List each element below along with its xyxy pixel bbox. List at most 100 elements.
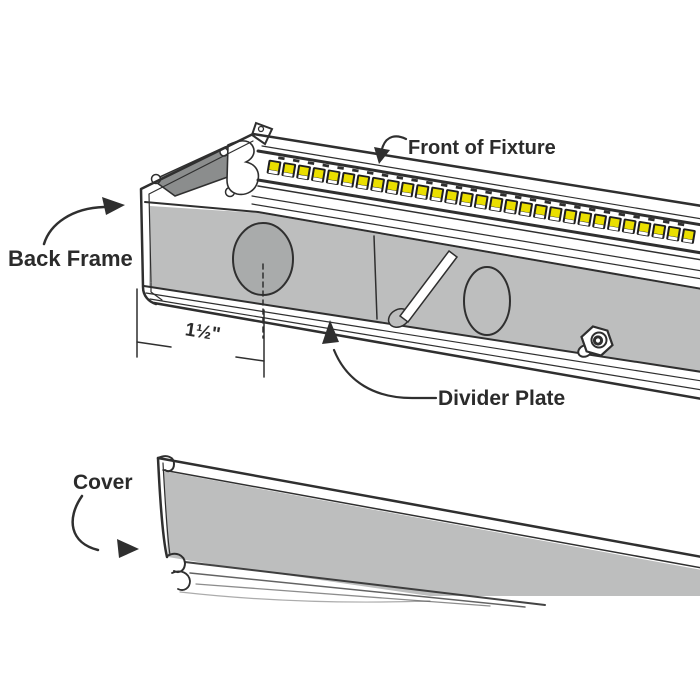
- cover-top-edge: [156, 456, 700, 558]
- front-rail-line-3: [251, 203, 700, 280]
- dimension-line-right: [235, 356, 265, 362]
- led-solder-pad-icon: [574, 205, 581, 210]
- led-solder-pad-icon: [500, 193, 507, 197]
- end-outline: [139, 132, 255, 306]
- nut-thread-icon: [592, 335, 604, 346]
- led-icon: [266, 159, 282, 176]
- led-solder-pad-icon: [470, 188, 478, 192]
- end-inner-rim-line: [148, 140, 254, 283]
- led-solder-pad-icon: [396, 175, 404, 180]
- led-solder-pad-icon: [322, 163, 330, 168]
- cover-lip-line-2: [189, 572, 526, 608]
- led-solder-pad-icon: [529, 197, 537, 202]
- cover-top-inner-line: [162, 469, 700, 569]
- callouts: Front of Fixture Back Frame Divider Plat…: [8, 135, 565, 558]
- led-icon: [414, 184, 430, 200]
- dimension-text: 1½": [184, 319, 222, 345]
- led-solder-pad-icon: [366, 171, 374, 175]
- divider-plate-arrowhead-icon: [322, 320, 339, 344]
- led-icon: [636, 220, 652, 237]
- divider-plate-hole-2: [463, 266, 511, 336]
- end-step-line: [150, 282, 163, 301]
- top-rail-end-tab: [250, 121, 274, 146]
- led-icon: [296, 164, 311, 181]
- led-icon: [503, 198, 519, 215]
- led-icon: [459, 191, 474, 208]
- led-solder-pad-icon: [633, 215, 640, 219]
- led-icon: [651, 223, 667, 239]
- led-solder-pad-icon: [485, 190, 492, 195]
- led-solder-pad-icon: [337, 166, 344, 170]
- dimension-line-left: [136, 341, 172, 348]
- led-strip: [266, 156, 696, 244]
- led-solder-pad-icon: [648, 217, 655, 222]
- led-icon: [607, 216, 622, 232]
- cover-left-inner-line: [162, 462, 171, 556]
- rail-profile-section: [226, 140, 260, 196]
- led-icon: [399, 181, 415, 198]
- tab-notch-icon: [257, 125, 265, 133]
- led-solder-pad-icon: [603, 210, 611, 215]
- led-icon: [518, 201, 533, 217]
- led-solder-pad-icon: [440, 183, 448, 188]
- led-icon: [429, 186, 445, 203]
- led-icon: [577, 211, 593, 227]
- led-icon: [385, 179, 400, 195]
- divider-plate-bottom-edge: [143, 285, 700, 373]
- cover-label: Cover: [73, 471, 133, 494]
- led-solder-pad-icon: [278, 156, 285, 161]
- divider-plate-label: Divider Plate: [438, 387, 565, 410]
- flange-line-2: [149, 298, 700, 391]
- cover-arrowhead-icon: [117, 539, 139, 558]
- front-rail-band: [258, 182, 700, 290]
- led-icon: [547, 206, 563, 222]
- cover-lip-line-1: [184, 561, 546, 606]
- led-channel-upper-line: [256, 149, 700, 227]
- divider-plate-diagonal-brace: [398, 249, 459, 324]
- led-solder-pad-icon: [426, 180, 433, 185]
- front-rail-line-1: [257, 185, 700, 261]
- front-of-fixture-label: Front of Fixture: [408, 137, 556, 159]
- led-icon: [666, 225, 681, 242]
- mounting-nut: [577, 325, 614, 358]
- led-solder-pad-icon: [292, 158, 300, 163]
- led-icon: [281, 162, 297, 178]
- back-frame: [139, 121, 700, 400]
- divider-plate: [232, 222, 614, 358]
- back-frame-top-band: [257, 132, 700, 227]
- cover-top-hook: [157, 455, 175, 473]
- led-solder-pad-icon: [677, 222, 685, 227]
- divider-plate-top-edge: [144, 201, 700, 290]
- led-solder-pad-icon: [455, 185, 463, 190]
- divider-plate-seam-line: [373, 235, 378, 320]
- cover-lip-line-4: [179, 591, 431, 603]
- top-band-inner-line: [261, 145, 700, 220]
- led-solder-pad-icon: [514, 195, 522, 200]
- led-icon: [355, 174, 371, 190]
- cover-lip-line-3: [195, 583, 491, 607]
- led-icon: [562, 208, 578, 225]
- cover-face: [163, 471, 700, 596]
- top-edge-line: [251, 132, 700, 207]
- led-solder-pad-icon: [352, 168, 359, 173]
- led-icon: [370, 176, 385, 193]
- led-icon: [325, 169, 341, 186]
- led-solder-pad-icon: [381, 173, 389, 178]
- led-icon: [444, 189, 459, 205]
- front-of-fixture-arrowhead-icon: [374, 147, 390, 164]
- cover-lip-curl-2: [171, 570, 191, 591]
- led-icon: [621, 218, 637, 235]
- led-solder-pad-icon: [662, 220, 670, 224]
- cover-arrow: [71, 494, 100, 552]
- led-icon: [681, 228, 696, 244]
- cover: [156, 455, 700, 608]
- flange-line-1: [145, 292, 700, 382]
- back-frame-arrow: [42, 205, 106, 246]
- flange-bottom-edge: [152, 301, 700, 400]
- led-solder-pad-icon: [618, 212, 626, 217]
- width-dimension: 1½": [136, 288, 265, 378]
- led-icon: [488, 196, 504, 212]
- led-icon: [592, 213, 607, 230]
